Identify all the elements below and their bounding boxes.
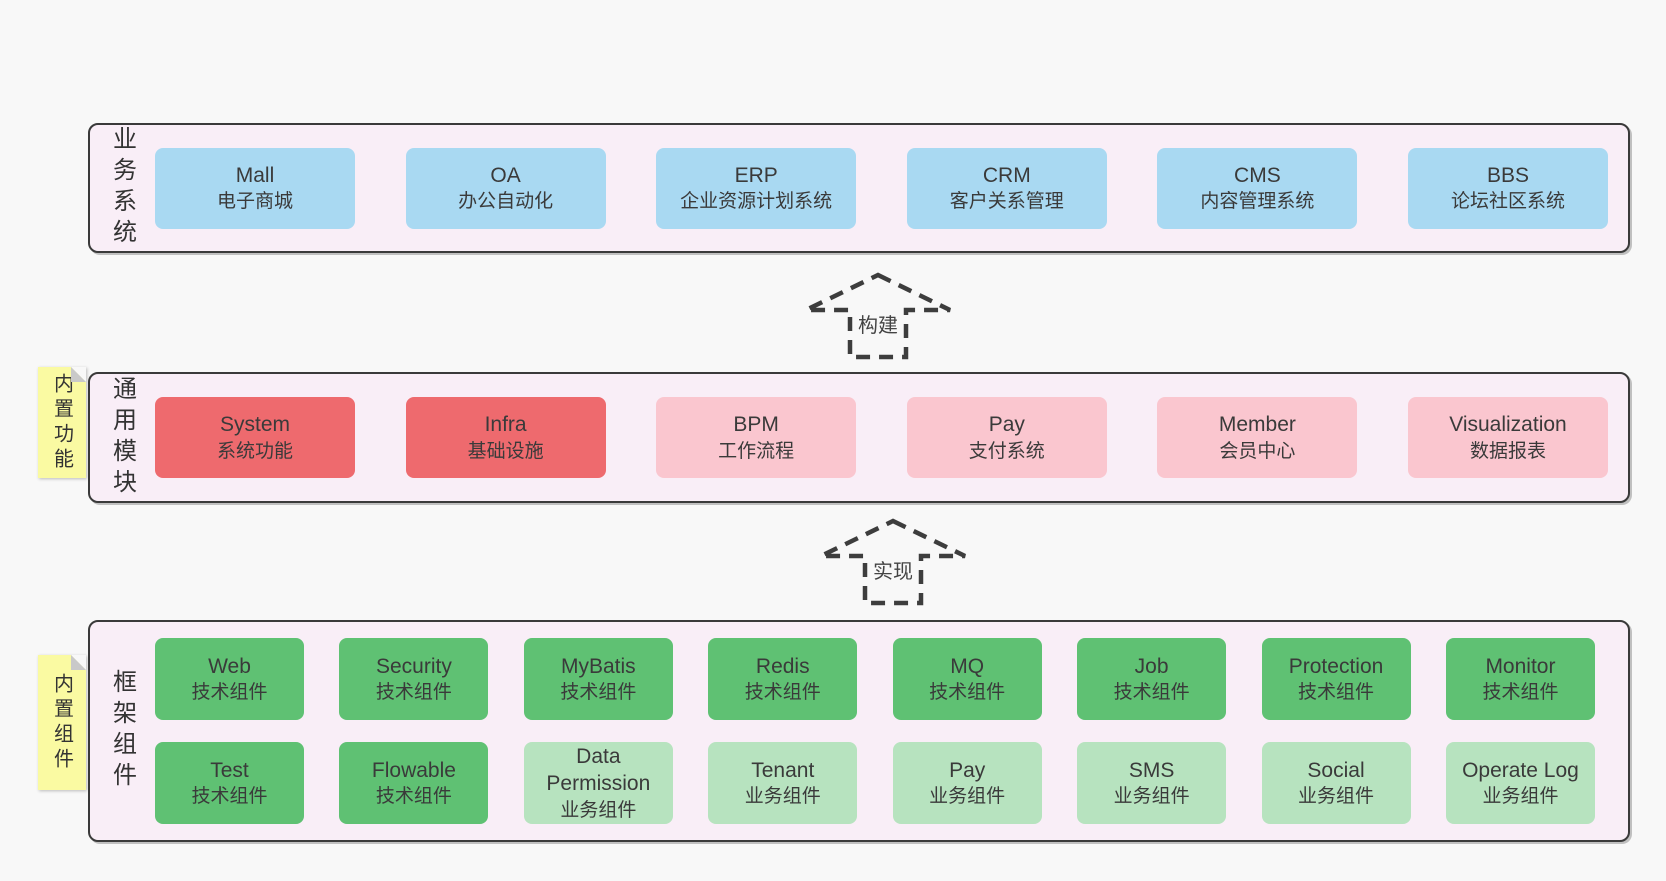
system-box-erp: ERP 企业资源计划系统 bbox=[656, 147, 857, 229]
band-common-modules-label: 通用模块 bbox=[108, 375, 136, 500]
component-box-redis: Redis 技术组件 bbox=[708, 638, 858, 720]
band-framework-components-label: 框架组件 bbox=[108, 669, 136, 793]
sticky-built-in-features: 内置功能 bbox=[38, 367, 86, 478]
module-box-pay: Pay 支付系统 bbox=[906, 397, 1107, 478]
module-box-system: System 系统功能 bbox=[155, 397, 355, 478]
component-box-pay: Pay 业务组件 bbox=[892, 742, 1042, 824]
band-framework-components: 框架组件 Web 技术组件 Security 技术组件 MyBatis 技术组件… bbox=[88, 620, 1630, 842]
sticky-fold-corner bbox=[71, 655, 86, 670]
component-box-operate-log: Operate Log 业务组件 bbox=[1445, 742, 1595, 824]
component-box-mybatis: MyBatis 技术组件 bbox=[523, 638, 673, 720]
system-box-mall: Mall 电子商城 bbox=[155, 147, 355, 229]
arrow-build-label: 构建 bbox=[855, 308, 901, 339]
sticky-built-in-features-label: 内置功能 bbox=[50, 372, 73, 473]
business-systems-box-row: Mall 电子商城 OA 办公自动化 ERP 企业资源计划系统 CRM 客户关系… bbox=[155, 125, 1608, 251]
component-box-test: Test 技术组件 bbox=[155, 742, 304, 824]
band-common-modules: 通用模块 System 系统功能 Infra 基础设施 BPM 工作流程 Pay… bbox=[88, 372, 1630, 503]
arrow-implement-label: 实现 bbox=[870, 554, 916, 585]
business-components-row: Test 技术组件 Flowable 技术组件 Data Permission … bbox=[155, 742, 1595, 824]
component-box-tenant: Tenant 业务组件 bbox=[708, 742, 858, 824]
sticky-fold-corner bbox=[71, 367, 86, 382]
module-box-visualization: Visualization 数据报表 bbox=[1407, 397, 1608, 478]
arrow-build: 构建 bbox=[803, 272, 953, 360]
system-box-oa: OA 办公自动化 bbox=[405, 147, 606, 229]
arrow-implement: 实现 bbox=[818, 518, 968, 606]
component-box-security: Security 技术组件 bbox=[339, 638, 489, 720]
system-box-cms: CMS 内容管理系统 bbox=[1157, 147, 1358, 229]
component-box-web: Web 技术组件 bbox=[155, 638, 304, 720]
system-box-bbs: BBS 论坛社区系统 bbox=[1407, 147, 1608, 229]
module-box-infra: Infra 基础设施 bbox=[405, 397, 606, 478]
component-box-job: Job 技术组件 bbox=[1077, 638, 1227, 720]
framework-components-rows: Web 技术组件 Security 技术组件 MyBatis 技术组件 Redi… bbox=[155, 622, 1595, 840]
component-box-sms: SMS 业务组件 bbox=[1077, 742, 1227, 824]
system-box-crm: CRM 客户关系管理 bbox=[906, 147, 1107, 229]
component-box-social: Social 业务组件 bbox=[1261, 742, 1411, 824]
module-box-bpm: BPM 工作流程 bbox=[656, 397, 857, 478]
common-modules-box-row: System 系统功能 Infra 基础设施 BPM 工作流程 Pay 支付系统… bbox=[155, 374, 1608, 501]
component-box-data-permission: Data Permission 业务组件 bbox=[523, 742, 673, 824]
band-business-systems: 业务系统 Mall 电子商城 OA 办公自动化 ERP 企业资源计划系统 CRM… bbox=[88, 123, 1630, 253]
module-box-member: Member 会员中心 bbox=[1157, 397, 1358, 478]
band-business-systems-label: 业务系统 bbox=[108, 126, 136, 250]
component-box-monitor: Monitor 技术组件 bbox=[1445, 638, 1595, 720]
component-box-protection: Protection 技术组件 bbox=[1261, 638, 1411, 720]
tech-components-row: Web 技术组件 Security 技术组件 MyBatis 技术组件 Redi… bbox=[155, 638, 1595, 720]
component-box-flowable: Flowable 技术组件 bbox=[339, 742, 489, 824]
component-box-mq: MQ 技术组件 bbox=[892, 638, 1042, 720]
sticky-built-in-components: 内置组件 bbox=[38, 655, 86, 790]
sticky-built-in-components-label: 内置组件 bbox=[50, 672, 73, 773]
